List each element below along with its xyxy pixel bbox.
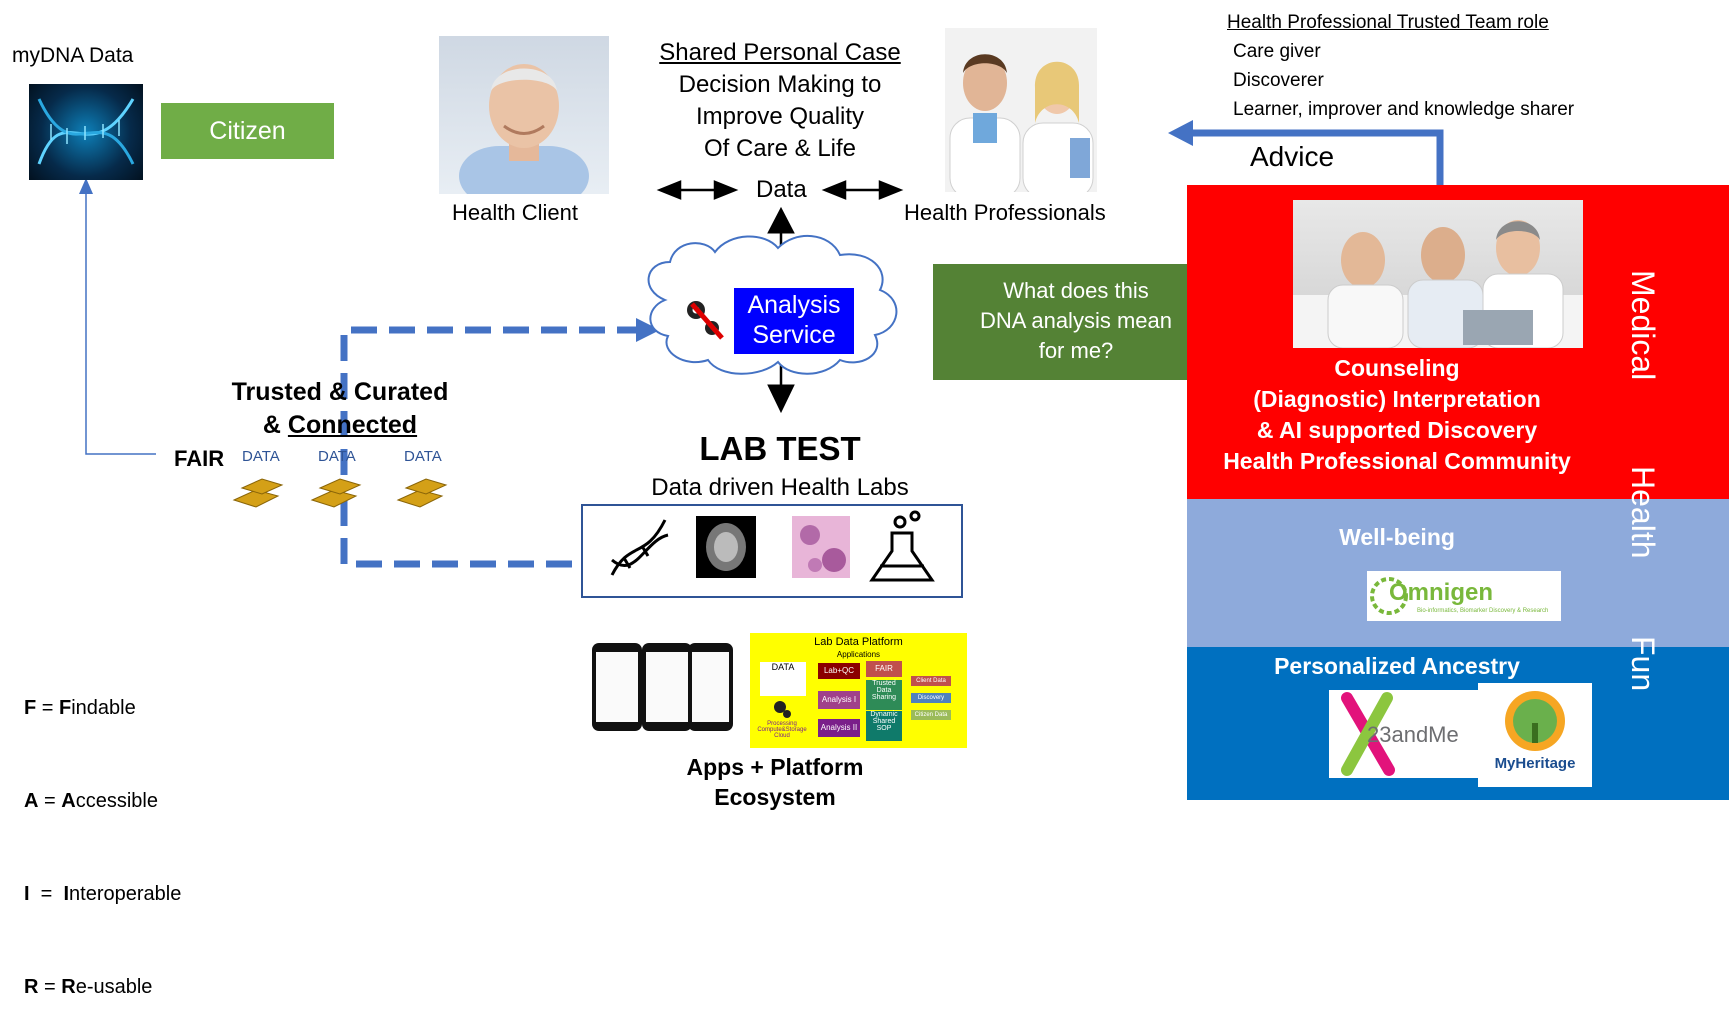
platform-labqc: Lab+QC — [818, 663, 860, 679]
health-client-photo — [439, 36, 609, 194]
team-role-block: Health Professional Trusted Team role Ca… — [1227, 8, 1574, 124]
omnigen-logo-text: Omnigen — [1389, 579, 1494, 606]
fair-to-dna-arrow — [85, 190, 156, 455]
counseling-text: Counseling (Diagnostic) Interpretation &… — [1187, 353, 1607, 477]
advice-label: Advice — [1250, 141, 1335, 172]
shared-case-block: Shared Personal Case Decision Making to … — [630, 37, 930, 165]
platform-analysis1: Analysis I — [818, 691, 860, 709]
logo-23andme: 23andMe — [1329, 690, 1483, 778]
platform-client-data: Client Data — [911, 676, 951, 686]
lab-data-platform: Lab Data Platform Applications DATA Lab+… — [750, 633, 967, 748]
counseling-photo — [1293, 200, 1583, 348]
dashed-data-to-analysis — [340, 326, 640, 475]
omnigen-logo: Omnigen Bio-informatics, Biomarker Disco… — [1367, 571, 1561, 621]
platform-title: Lab Data Platform — [814, 636, 903, 648]
logo-myheritage: MyHeritage — [1478, 683, 1592, 787]
role-caregiver: Care giver — [1233, 41, 1321, 62]
fair-legend-i: I = Interoperable — [24, 883, 182, 905]
data-word-2: DATA — [318, 448, 356, 465]
case-line-1: Decision Making to — [678, 71, 882, 98]
case-line-2: Improve Quality — [695, 103, 865, 130]
fair-label: FAIR — [174, 446, 225, 471]
platform-trusted: Trusted Data Sharing — [866, 680, 902, 710]
phone-mockup-3 — [688, 643, 733, 731]
case-line-3: Of Care & Life — [703, 135, 857, 162]
mydna-label: myDNA Data — [12, 44, 134, 67]
data-label: Data — [756, 176, 807, 203]
platform-citizen-data: Citizen Data — [911, 710, 951, 720]
fair-legend-r: R = Re-usable — [24, 976, 153, 998]
role-learner: Learner, improver and knowledge sharer — [1233, 99, 1575, 120]
phone-mockup-1 — [592, 643, 642, 731]
apps-platform-label: Apps + Platform Ecosystem — [640, 752, 910, 812]
shared-case-title: Shared Personal Case — [659, 39, 901, 66]
lab-test-title: LAB TEST — [699, 430, 861, 467]
fair-legend-f: F = Findable — [24, 697, 136, 719]
gear-icon — [682, 296, 724, 340]
side-word-medical: Medical — [1625, 270, 1661, 381]
trusted-line-2: & Connected — [200, 409, 480, 442]
platform-discovery: Discovery — [911, 693, 951, 703]
counseling-line-3: & AI supported Discovery — [1256, 417, 1538, 443]
lab-test-subtitle: Data driven Health Labs — [651, 474, 909, 501]
trusted-line-1: Trusted & Curated — [231, 378, 449, 406]
trusted-line-2-prefix: & — [262, 411, 288, 439]
apps-line-2: Ecosystem — [714, 784, 836, 810]
fair-legend: F = Findable A = Accessible I = Interope… — [24, 631, 181, 1034]
myheritage-text: MyHeritage — [1494, 755, 1576, 772]
question-line-1: What does this — [1003, 278, 1149, 303]
fair-legend-a: A = Accessible — [24, 790, 158, 812]
health-client-label: Health Client — [452, 200, 578, 225]
platform-fair: FAIR — [866, 661, 902, 677]
question-line-2: DNA analysis mean — [980, 308, 1172, 333]
question-line-3: for me? — [1038, 338, 1114, 363]
dashed-lab-to-data — [340, 500, 580, 568]
counseling-line-2: (Diagnostic) Interpretation — [1253, 386, 1541, 412]
analysis-line-2: Service — [752, 321, 836, 349]
question-box: What does this DNA analysis mean for me? — [933, 264, 1219, 380]
platform-data-box: DATA — [760, 662, 806, 696]
platform-apps: Applications — [836, 650, 881, 659]
omnigen-logo-subtext: Bio-informatics, Biomarker Discovery & R… — [1417, 608, 1549, 614]
dna-image — [29, 84, 143, 180]
wellbeing-title: Well-being — [1339, 524, 1455, 550]
lab-test-box — [581, 504, 963, 598]
counseling-line-1: Counseling — [1334, 355, 1460, 381]
role-discoverer: Discoverer — [1233, 70, 1324, 91]
side-word-fun: Fun — [1625, 636, 1661, 692]
platform-dynamic: Dynamic Shared SOP — [866, 711, 902, 741]
health-professionals-label: Health Professionals — [904, 200, 1106, 225]
data-double-arrow-right — [821, 180, 904, 200]
platform-processing: Processing Compute&Storage Cloud — [757, 721, 807, 739]
data-word-3: DATA — [404, 448, 442, 465]
apps-line-1: Apps + Platform — [686, 754, 864, 780]
counseling-line-4: Health Professional Community — [1223, 448, 1571, 474]
platform-gear-icon — [772, 699, 792, 719]
ancestry-title: Personalized Ancestry — [1274, 653, 1520, 679]
data-word-1: DATA — [242, 448, 280, 465]
connected-text: Connected — [287, 411, 418, 439]
advice-arrow — [1190, 129, 1444, 185]
side-word-health: Health — [1625, 466, 1661, 559]
citizen-badge: Citizen — [161, 103, 334, 159]
23andme-text: 23andMe — [1367, 722, 1459, 747]
team-role-title: Health Professional Trusted Team role — [1227, 12, 1549, 33]
trusted-block: Trusted & Curated & Connected — [200, 376, 480, 442]
health-professionals-photo — [945, 28, 1097, 192]
data-double-arrow-left — [656, 180, 739, 200]
platform-analysis2: Analysis II — [818, 719, 860, 737]
analysis-line-1: Analysis — [747, 291, 841, 319]
analysis-service-box: Analysis Service — [734, 288, 854, 354]
phone-mockup-2 — [642, 643, 692, 731]
